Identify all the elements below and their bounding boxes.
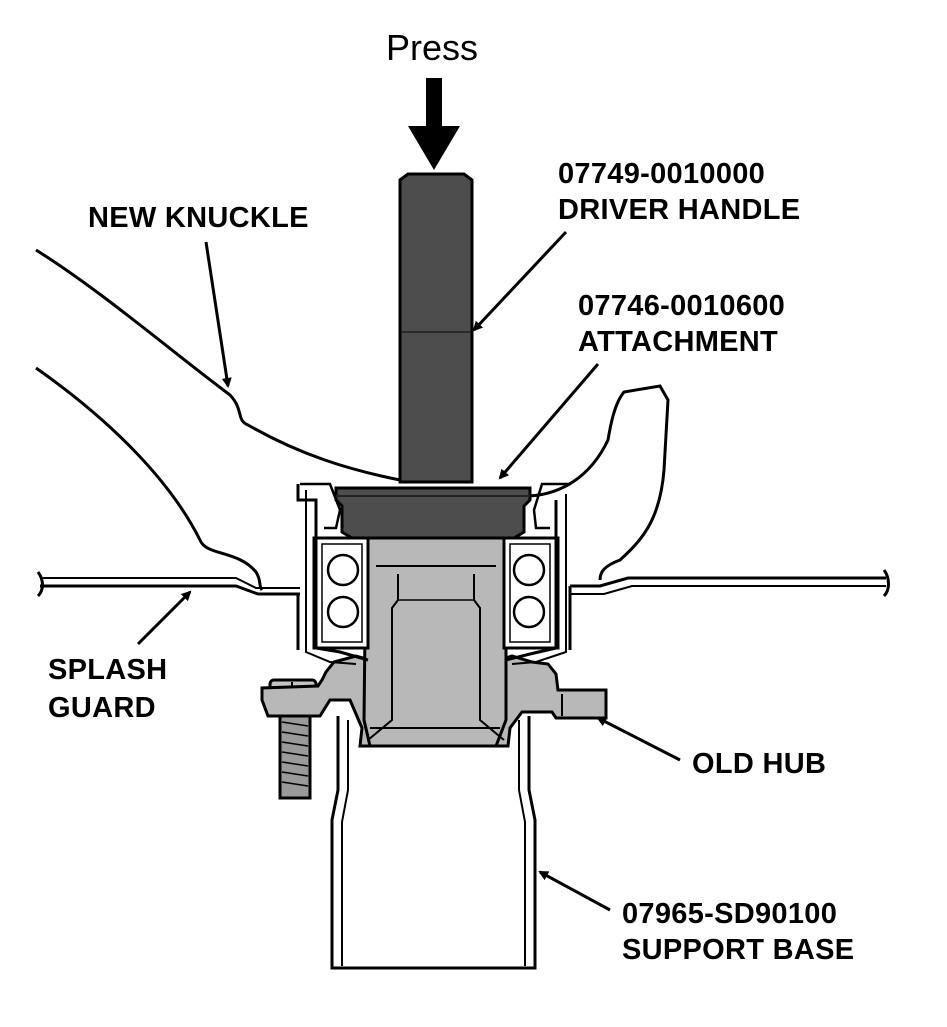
- splash-guard-label-line2: GUARD: [48, 692, 156, 724]
- press-label: Press: [386, 27, 479, 68]
- leader-support-base: [538, 870, 611, 912]
- wheel-bearing-left: [312, 536, 370, 650]
- leader-old-hub: [596, 716, 681, 762]
- splash-guard-label-line1: SPLASH: [48, 654, 168, 686]
- new-knuckle-label: NEW KNUCKLE: [88, 202, 309, 234]
- leader-new-knuckle: [204, 241, 232, 388]
- support-base-label: SUPPORT BASE: [622, 934, 855, 966]
- driver-handle-part-number: 07749-0010000: [558, 158, 766, 190]
- old-hub: [260, 528, 608, 748]
- splash-guard: [36, 569, 890, 650]
- driver-handle-tool: [398, 172, 474, 484]
- attachment-tool: [334, 486, 532, 540]
- leader-splash-guard: [136, 590, 192, 646]
- leader-attachment: [498, 363, 600, 480]
- attachment-label: ATTACHMENT: [578, 326, 779, 358]
- old-hub-label: OLD HUB: [692, 748, 827, 780]
- attachment-part-number: 07746-0010600: [578, 290, 786, 322]
- driver-handle-label: DRIVER HANDLE: [558, 194, 801, 226]
- leader-lines: [136, 230, 681, 912]
- leader-driver-handle: [472, 230, 568, 332]
- press-arrow-icon: [408, 78, 460, 170]
- support-base-part-number: 07965-SD90100: [622, 898, 838, 930]
- wheel-bearing-right: [502, 536, 560, 650]
- support-base: [330, 716, 537, 970]
- new-knuckle: [35, 248, 670, 665]
- seal-clips: [300, 482, 570, 530]
